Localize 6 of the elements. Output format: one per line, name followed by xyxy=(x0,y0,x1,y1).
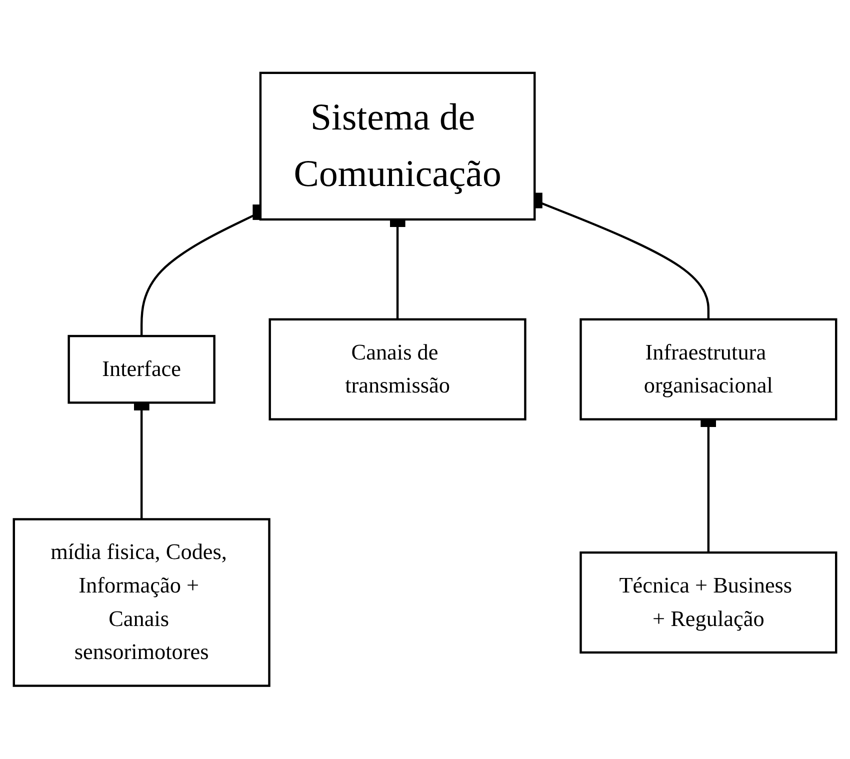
text-box: Canais de transmissão xyxy=(268,318,526,421)
text-box: Sistema de Comunicação xyxy=(259,72,536,221)
text-box: Técnica + Business + Regulação xyxy=(580,552,838,654)
text-box: mídia fisica, Codes, Informação + Canais sensorimotores xyxy=(12,518,270,688)
text-box: Interface xyxy=(68,335,216,404)
text-box: Infraestrutura organisacional xyxy=(580,318,838,421)
